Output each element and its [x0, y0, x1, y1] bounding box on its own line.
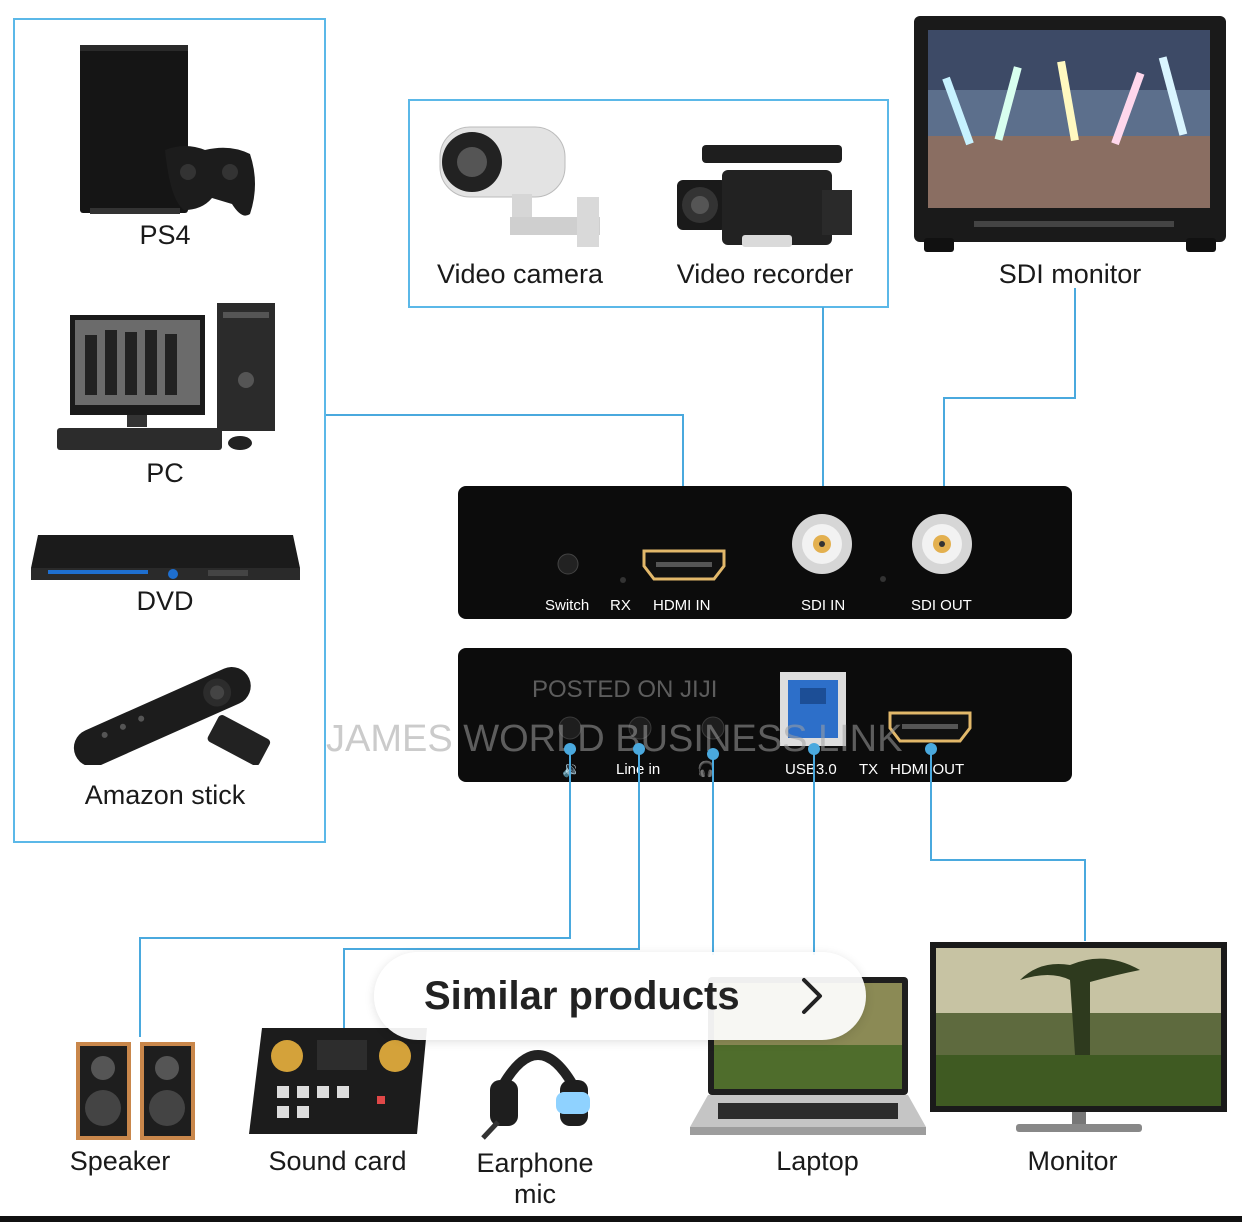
hdmi-out-port-dot — [925, 743, 937, 755]
earphone-mic-image — [481, 1050, 590, 1140]
mic-headphone-port-icon: 🎧 — [697, 761, 716, 778]
rx-label: RX — [610, 597, 631, 614]
monitor-image — [930, 942, 1227, 1132]
wire-cameras-to-sdi-in — [822, 307, 824, 504]
wire-hdmi-out-horizontal — [930, 859, 1086, 861]
amazon-stick-label: Amazon stick — [84, 780, 246, 810]
dvd-label: DVD — [136, 586, 194, 616]
switch-label: Switch — [545, 597, 590, 614]
amazon-stick-image — [73, 666, 271, 765]
wire-line-in-drop — [638, 750, 640, 950]
sdi-monitor-label: SDI monitor — [998, 259, 1142, 289]
ps4-console-image — [80, 45, 255, 216]
usb-label: USB3.0 — [785, 761, 837, 778]
wire-monitor-horizontal — [943, 397, 1076, 399]
line-in-port-dot — [633, 743, 645, 755]
sound-card-image — [249, 1028, 427, 1134]
hdmi-out-label: HDMI OUT — [890, 761, 965, 778]
bottom-edge-bar — [0, 1216, 1242, 1222]
speaker-port-icon: 🔉 — [562, 761, 581, 778]
chevron-right-icon — [802, 978, 822, 1014]
pc-image — [57, 303, 275, 450]
earphone-mic-label: Earphone mic — [476, 1148, 594, 1209]
seller-watermark: JAMES WORLD BUSINESS LINK — [326, 718, 903, 760]
back-panel-ports — [558, 672, 972, 746]
video-recorder-image — [677, 145, 852, 247]
sdi-monitor-image — [914, 16, 1226, 252]
wire-line-in-horizontal — [343, 948, 640, 950]
ps4-label: PS4 — [139, 220, 191, 250]
similar-products-label: Similar products — [424, 974, 740, 1018]
wire-hdmi-in-drop — [682, 414, 684, 538]
wire-hdmi-out-drop — [930, 750, 932, 860]
wire-sdi-out-drop — [943, 397, 945, 504]
sources-box — [13, 18, 326, 843]
wire-speaker-horizontal — [139, 937, 571, 939]
wire-speaker-drop — [569, 750, 571, 938]
video-camera-image — [439, 126, 600, 247]
wire-speaker-end — [139, 937, 141, 1037]
speaker-port-dot — [564, 743, 576, 755]
front-panel-ports — [557, 514, 972, 583]
laptop-label: Laptop — [776, 1146, 859, 1176]
speaker-image — [76, 1042, 195, 1140]
posted-watermark: POSTED ON JIJI — [532, 676, 718, 703]
video-recorder-label: Video recorder — [676, 259, 854, 289]
cameras-box — [408, 99, 889, 308]
similar-products-button[interactable]: Similar products — [374, 952, 866, 1040]
video-camera-label: Video camera — [436, 259, 604, 289]
wire-line-in-end — [343, 948, 345, 1028]
dvd-player-image — [31, 535, 300, 580]
tx-label: TX — [859, 761, 879, 778]
wire-usb-drop — [813, 750, 815, 955]
usb-port-dot — [808, 743, 820, 755]
sdi-out-label: SDI OUT — [911, 597, 972, 614]
pc-label: PC — [146, 458, 184, 488]
wire-monitor-vertical — [1074, 288, 1076, 398]
wire-hdmi-out-end — [1084, 859, 1086, 941]
sdi-in-label: SDI IN — [801, 597, 846, 614]
sound-card-label: Sound card — [268, 1146, 407, 1176]
wire-mic-drop — [712, 755, 714, 955]
wire-sources-to-hdmi-in — [326, 414, 684, 416]
hdmi-in-label: HDMI IN — [653, 597, 711, 614]
monitor-label: Monitor — [1027, 1146, 1118, 1176]
speaker-label: Speaker — [69, 1146, 171, 1176]
mic-port-dot — [707, 748, 719, 760]
